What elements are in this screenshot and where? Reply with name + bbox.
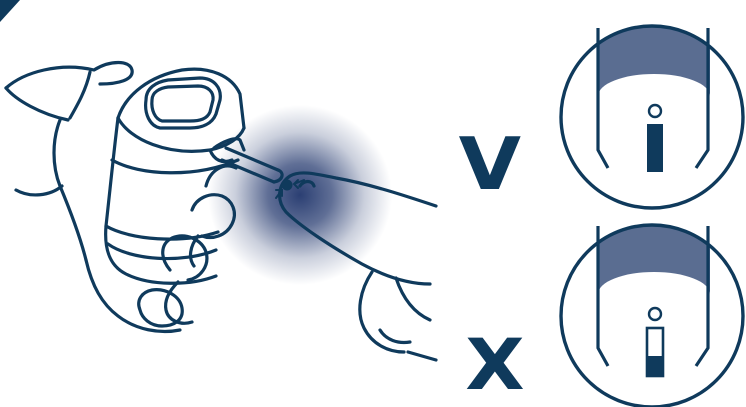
strip-window-full-icon bbox=[559, 24, 745, 210]
strip-window-partial-icon bbox=[559, 223, 745, 407]
corner-tab bbox=[0, 0, 20, 22]
info-i-icon bbox=[647, 103, 663, 172]
info-i-icon bbox=[645, 306, 665, 378]
blood-drop-marker bbox=[275, 179, 305, 199]
correct-mark: V bbox=[458, 122, 522, 206]
incorrect-mark: X bbox=[465, 324, 525, 406]
blood-glow bbox=[208, 105, 392, 285]
hand-holding-meter-illustration bbox=[4, 60, 284, 334]
